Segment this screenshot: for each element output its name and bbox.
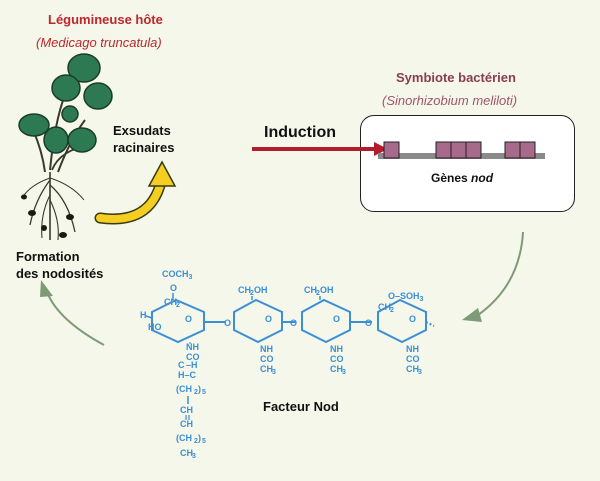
- svg-text:NH: NH: [260, 344, 273, 354]
- svg-text:O: O: [224, 318, 231, 328]
- host-title: Légumineuse hôte: [48, 12, 163, 27]
- svg-text:2: 2: [250, 290, 254, 297]
- svg-text:CH: CH: [238, 285, 251, 295]
- cycle-arrow-left: [40, 280, 105, 346]
- svg-text:3: 3: [342, 369, 346, 376]
- svg-text:2: 2: [176, 302, 180, 309]
- nodules-label: Formation des nodosités: [16, 248, 103, 282]
- exudates-label: Exsudats racinaires: [113, 122, 174, 156]
- svg-text:CO: CO: [186, 352, 200, 362]
- svg-text:CH: CH: [180, 405, 193, 415]
- exudates-line2: racinaires: [113, 140, 175, 155]
- svg-text:CH: CH: [180, 448, 193, 458]
- host-species: (Medicago truncatula): [36, 35, 162, 50]
- svg-text:): ): [198, 384, 201, 394]
- genes-prefix: Gènes: [431, 171, 472, 185]
- svg-text:CH: CH: [260, 364, 273, 374]
- svg-text:H: H: [140, 310, 147, 320]
- nodules-line2: des nodosités: [16, 266, 104, 281]
- svg-text:CH: CH: [406, 364, 419, 374]
- svg-text:(CH: (CH: [176, 384, 192, 394]
- plant-illustration: [18, 53, 113, 241]
- svg-text:C: C: [178, 360, 185, 370]
- svg-text:OH: OH: [254, 285, 268, 295]
- svg-text:2: 2: [390, 307, 394, 314]
- svg-text:O: O: [185, 314, 192, 324]
- svg-text:OH: OH: [320, 285, 334, 295]
- svg-text:O: O: [170, 283, 177, 293]
- svg-text:CH: CH: [330, 364, 343, 374]
- induction-label: Induction: [264, 124, 336, 141]
- nodules-line1: Formation: [16, 249, 80, 264]
- svg-text:O: O: [265, 314, 272, 324]
- svg-text:O: O: [409, 314, 416, 324]
- svg-text:): ): [198, 433, 201, 443]
- svg-text:CH: CH: [304, 285, 317, 295]
- svg-text:3: 3: [418, 369, 422, 376]
- svg-text:5: 5: [202, 389, 206, 396]
- svg-text:H–C: H–C: [178, 370, 197, 380]
- svg-text:–H: –H: [186, 360, 198, 370]
- exudate-arrow: [94, 160, 177, 225]
- svg-text:NH: NH: [406, 344, 419, 354]
- svg-text:CO: CO: [406, 354, 420, 364]
- svg-text:NH: NH: [186, 342, 199, 352]
- svg-text:CH: CH: [180, 419, 193, 429]
- genes-italic: nod: [471, 171, 494, 185]
- svg-text:2: 2: [316, 290, 320, 297]
- svg-text:CO: CO: [260, 354, 274, 364]
- svg-text:O: O: [365, 318, 372, 328]
- symbiont-species: (Sinorhizobium meliloti): [382, 93, 518, 108]
- svg-text:3: 3: [272, 369, 276, 376]
- exudates-line1: Exsudats: [113, 123, 171, 138]
- svg-text:5: 5: [202, 438, 206, 445]
- sulfate-group: O–SOH3: [388, 291, 424, 303]
- svg-text:(CH: (CH: [176, 433, 192, 443]
- genes-box: Gènes nod: [360, 115, 575, 212]
- svg-text:CO: CO: [330, 354, 344, 364]
- svg-text:NH: NH: [330, 344, 343, 354]
- svg-text:O: O: [290, 318, 297, 328]
- genes-label: Gènes nod: [431, 171, 493, 185]
- svg-text:CH: CH: [378, 302, 391, 312]
- svg-text:2: 2: [194, 438, 198, 445]
- nod-factor-label: Facteur Nod: [263, 399, 339, 414]
- cycle-arrow-right: [462, 231, 524, 322]
- symbiont-title: Symbiote bactérien: [396, 70, 516, 85]
- svg-text:O: O: [333, 314, 340, 324]
- acetyl-group: COCH3: [162, 269, 193, 281]
- svg-text:HO: HO: [148, 322, 162, 332]
- svg-text:CH: CH: [164, 297, 177, 307]
- gene-bar: [378, 141, 545, 159]
- svg-text:3: 3: [192, 453, 196, 460]
- induction-arrow: [252, 142, 388, 156]
- svg-text:2: 2: [194, 389, 198, 396]
